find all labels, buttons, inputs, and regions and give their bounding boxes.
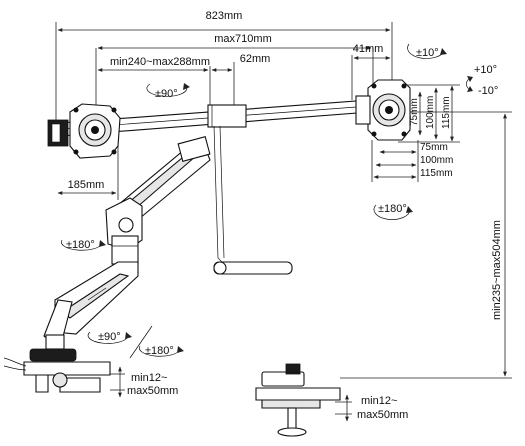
vesa-horizontal-dimensions: 75mm 100mm 115mm <box>371 140 453 182</box>
clamp-thickness-label-line2: max50mm <box>127 385 178 397</box>
grommet-thickness-label-line2: max50mm <box>357 409 408 421</box>
tilt-up-label: +10° <box>474 64 497 76</box>
center-offset-label: 62mm <box>240 53 271 65</box>
height-range-label: min235~max504mm <box>491 220 503 320</box>
overall-width-dimension: 823mm <box>55 10 393 130</box>
arm-span-label: max710mm <box>214 33 271 45</box>
left-end-clip <box>47 119 69 147</box>
elbow-joint <box>105 197 143 265</box>
monitor-swivel-label: ±90° <box>155 88 178 100</box>
arm-extension-dimension: min240~max288mm <box>97 56 211 105</box>
base-swivel-180-rotation: ±180° <box>139 345 184 357</box>
arm-swivel-label: ±180° <box>66 239 95 251</box>
right-offset-dimension: 41mm <box>351 43 391 100</box>
arm-swivel-rotation: ±180° <box>61 239 106 251</box>
right-offset-label: 41mm <box>353 43 384 55</box>
vesa-h75-label: 75mm <box>420 142 448 153</box>
left-offset-label: 185mm <box>68 179 105 191</box>
grommet-mount <box>255 363 341 437</box>
monitor-swivel-rotation: ±90° <box>146 83 190 100</box>
lower-arm <box>54 261 139 335</box>
vesa-v115-label: 115mm <box>441 96 452 129</box>
pole <box>43 299 73 350</box>
monitor-rotate-label: ±180° <box>378 203 407 215</box>
monitor-tilt-label: ±10° <box>416 47 439 59</box>
vesa-h115-label: 115mm <box>420 168 453 179</box>
adjustment-handle <box>213 125 293 275</box>
tilt-down-label: -10° <box>478 85 498 97</box>
base-swivel-90-label: ±90° <box>98 331 121 343</box>
right-vesa-plate <box>355 79 411 141</box>
arm-extension-label: min240~max288mm <box>110 56 210 68</box>
base-swivel-180-label: ±180° <box>145 345 174 357</box>
arm-span-dimension: max710mm <box>95 33 374 110</box>
clamp-thickness-label-line1: min12~ <box>131 372 167 384</box>
center-offset-dimension: 62mm <box>211 53 271 105</box>
base-swivel-90-rotation: ±90° <box>87 331 132 344</box>
upper-arm <box>117 136 211 219</box>
left-offset-dimension: 185mm <box>57 140 119 200</box>
rotation-divider <box>129 325 153 359</box>
grommet-thickness-dimension: min12~ max50mm <box>335 394 408 422</box>
grommet-thickness-label-line1: min12~ <box>361 395 397 407</box>
vesa-h100-label: 100mm <box>420 155 453 166</box>
overall-width-label: 823mm <box>206 10 243 22</box>
clamp-thickness-dimension: min12~ max50mm <box>110 366 178 398</box>
desk-clamp <box>3 348 111 393</box>
monitor-rotate-rotation: ±180° <box>373 203 413 220</box>
tilt-up-down: +10° -10° <box>465 64 498 97</box>
monitor-tilt-rotation: ±10° <box>407 43 447 59</box>
left-vesa-plate <box>69 103 121 159</box>
